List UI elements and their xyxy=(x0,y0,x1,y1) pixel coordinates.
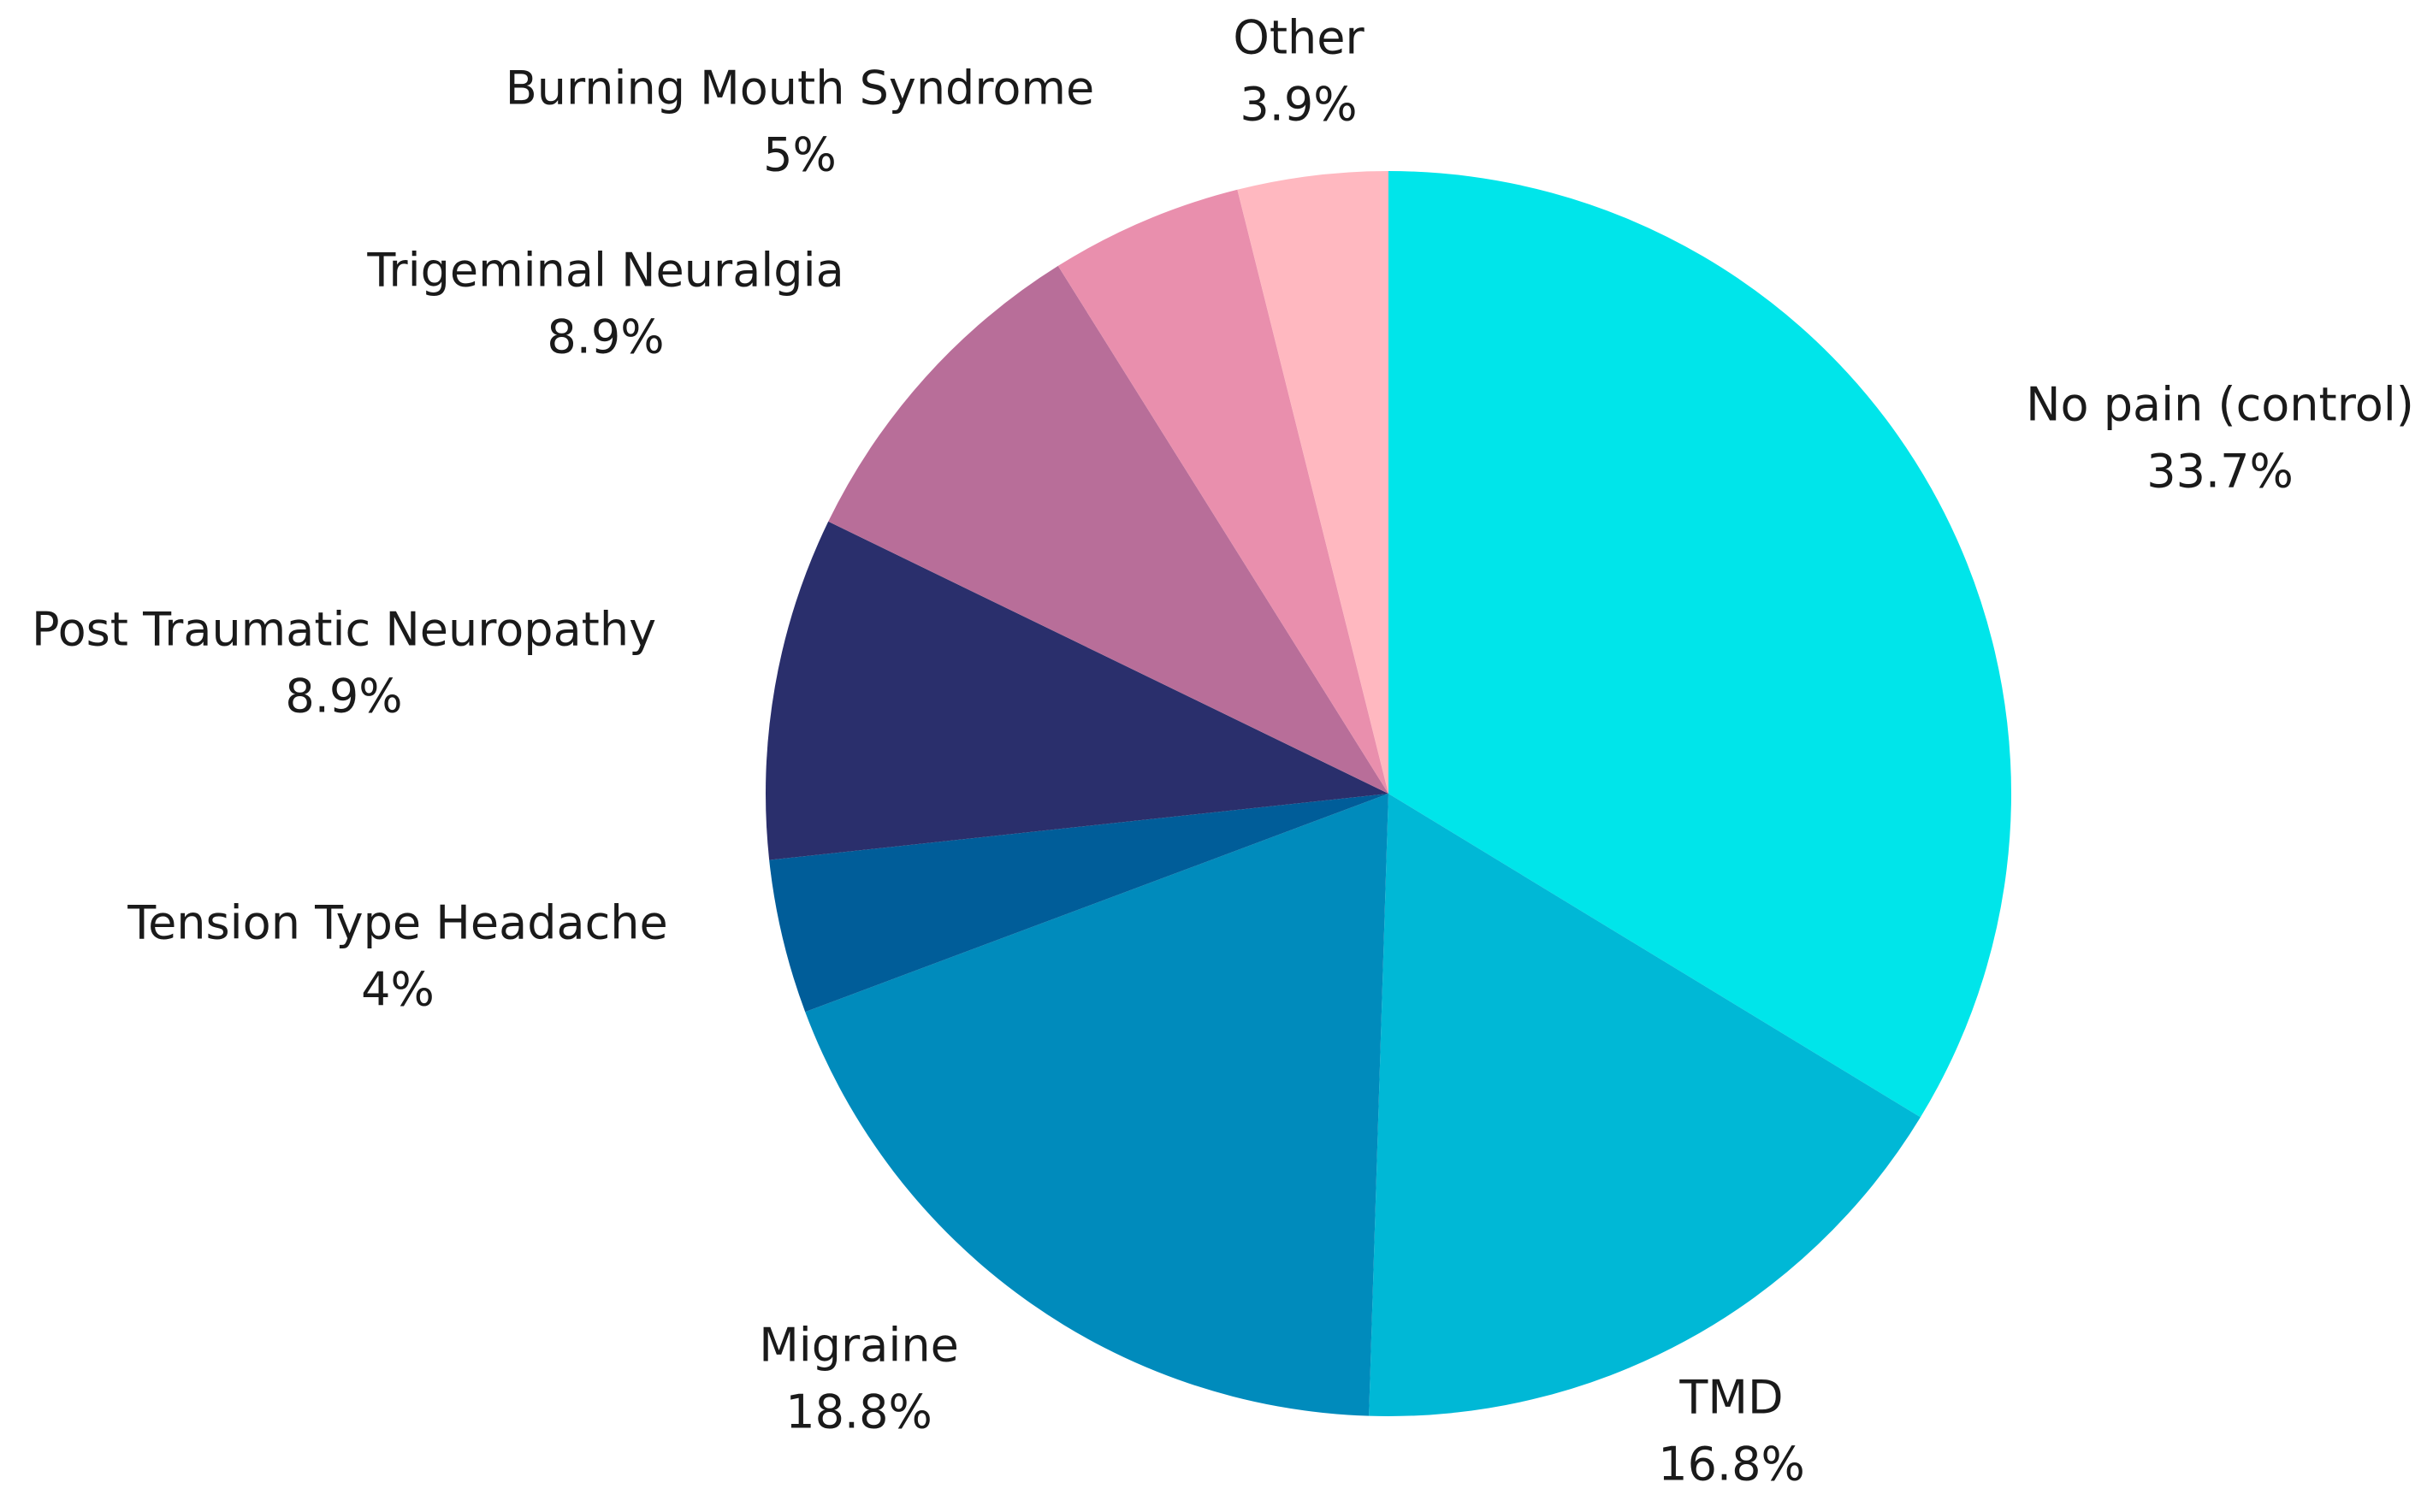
slice-value-other: 3.9% xyxy=(1240,78,1357,132)
pie-slice-tmd xyxy=(1369,794,1921,1416)
pie-slice-burning-mouth-syndrome xyxy=(1057,189,1388,794)
pie-slice-tension-type-headache xyxy=(769,794,1388,1013)
slice-value-no-pain-control: 33.7% xyxy=(2146,445,2294,499)
slice-value-tmd: 16.8% xyxy=(1658,1438,1805,1491)
slice-label-other: Other xyxy=(1233,11,1364,65)
slice-value-trigeminal-neuralgia: 8.9% xyxy=(547,310,664,364)
pie-slice-other xyxy=(1237,171,1388,794)
slice-value-burning-mouth-syndrome: 5% xyxy=(763,128,837,182)
slice-label-post-traumatic-neuropathy: Post Traumatic Neuropathy xyxy=(32,603,656,657)
slice-value-tension-type-headache: 4% xyxy=(361,963,435,1017)
slice-label-tension-type-headache: Tension Type Headache xyxy=(127,896,667,950)
slice-label-no-pain-control: No pain (control) xyxy=(2026,378,2414,432)
pie-slice-trigeminal-neuralgia xyxy=(828,265,1388,794)
slice-value-migraine: 18.8% xyxy=(785,1385,932,1439)
slice-value-post-traumatic-neuropathy: 8.9% xyxy=(285,670,402,724)
pie-slices xyxy=(766,171,2011,1416)
slice-label-trigeminal-neuralgia: Trigeminal Neuralgia xyxy=(366,244,844,298)
slice-label-burning-mouth-syndrome: Burning Mouth Syndrome xyxy=(506,62,1094,115)
pie-labels: No pain (control) 33.7% TMD 16.8% Migraine 18… xyxy=(32,11,2414,1491)
pie-slice-post-traumatic-neuropathy xyxy=(766,521,1388,860)
slice-label-migraine: Migraine xyxy=(759,1319,959,1373)
pie-slice-no-pain-control xyxy=(1388,171,2011,1118)
slice-label-tmd: TMD xyxy=(1678,1371,1783,1425)
pie-slice-migraine xyxy=(805,794,1388,1416)
